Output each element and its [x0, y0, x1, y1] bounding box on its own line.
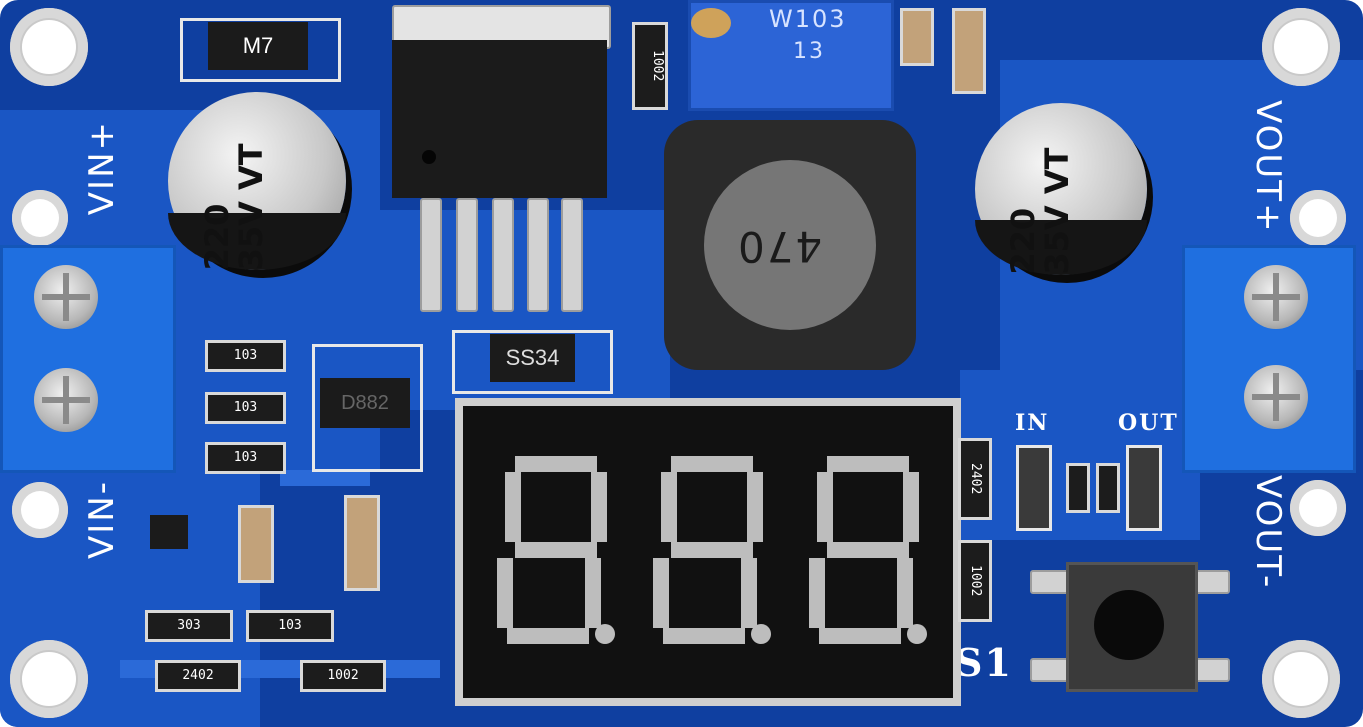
push-button[interactable] — [1030, 562, 1230, 692]
power-inductor: 470 — [664, 120, 916, 370]
resistor — [1096, 463, 1120, 513]
resistor: 103 — [205, 340, 286, 372]
pot-sub: 13 — [793, 39, 825, 64]
resistor — [1066, 463, 1090, 513]
ic-pin — [527, 198, 549, 312]
resistor: 103 — [205, 392, 286, 424]
schottky-diode: SS34 — [490, 334, 575, 382]
electrolytic-capacitor: 220 35V VT — [168, 92, 346, 270]
resistor: 1002 — [958, 540, 992, 622]
led-out — [1126, 445, 1162, 531]
diode-m7: M7 — [208, 22, 308, 70]
smd-capacitor — [238, 505, 274, 583]
vin-minus-label: VIN- — [82, 480, 122, 559]
smd-capacitor — [900, 8, 934, 66]
ic-pin — [561, 198, 583, 312]
resistor: 1002 — [300, 660, 386, 692]
mounting-hole — [10, 640, 88, 718]
mounting-hole — [1262, 640, 1340, 718]
vout-minus-label: VOUT- — [1248, 475, 1288, 590]
capacitor-text: 220 35V VT — [198, 142, 271, 270]
ic-pin — [492, 198, 514, 312]
ic-pin — [456, 198, 478, 312]
mounting-hole — [1290, 190, 1346, 246]
regulator-ic — [392, 40, 607, 198]
mounting-hole — [1262, 8, 1340, 86]
screw-terminal[interactable] — [1244, 365, 1308, 429]
vin-plus-label: VIN+ — [82, 120, 122, 216]
trace — [280, 470, 370, 486]
mounting-hole — [12, 190, 68, 246]
screw-terminal[interactable] — [1244, 265, 1308, 329]
vout-plus-label: VOUT+ — [1248, 100, 1288, 234]
pot-code: W103 — [769, 5, 847, 33]
display-segments — [497, 456, 927, 644]
sot23-transistor — [150, 515, 188, 549]
mounting-hole — [10, 8, 88, 86]
mounting-hole — [1290, 480, 1346, 536]
transistor-d882: D882 — [320, 378, 410, 428]
ic-pin — [420, 198, 442, 312]
potentiometer[interactable]: W103 13 — [688, 0, 894, 111]
mounting-hole — [12, 482, 68, 538]
led-out-label: OUT — [1118, 410, 1179, 436]
diode-pad — [180, 18, 341, 82]
smd-capacitor — [344, 495, 380, 591]
led-in — [1016, 445, 1052, 531]
capacitor-text: 220 35V VT — [1003, 147, 1076, 275]
button-cap[interactable] — [1094, 590, 1164, 660]
resistor: 103 — [246, 610, 334, 642]
output-terminal-block — [1182, 245, 1356, 473]
copper-area — [960, 370, 1200, 540]
resistor: 2402 — [155, 660, 241, 692]
electrolytic-capacitor: 220 35V VT — [975, 103, 1147, 275]
resistor: 303 — [145, 610, 233, 642]
resistor: 1002 — [632, 22, 668, 110]
resistor: 103 — [205, 442, 286, 474]
schottky-pad — [452, 330, 613, 394]
switch-label: S1 — [955, 640, 1013, 685]
inductor-code: 470 — [736, 222, 823, 271]
screw-terminal[interactable] — [34, 265, 98, 329]
screw-terminal[interactable] — [34, 368, 98, 432]
smd-capacitor — [952, 8, 986, 94]
led-in-label: IN — [1015, 410, 1050, 436]
resistor: 2402 — [958, 438, 992, 520]
transistor-pad — [312, 344, 423, 472]
